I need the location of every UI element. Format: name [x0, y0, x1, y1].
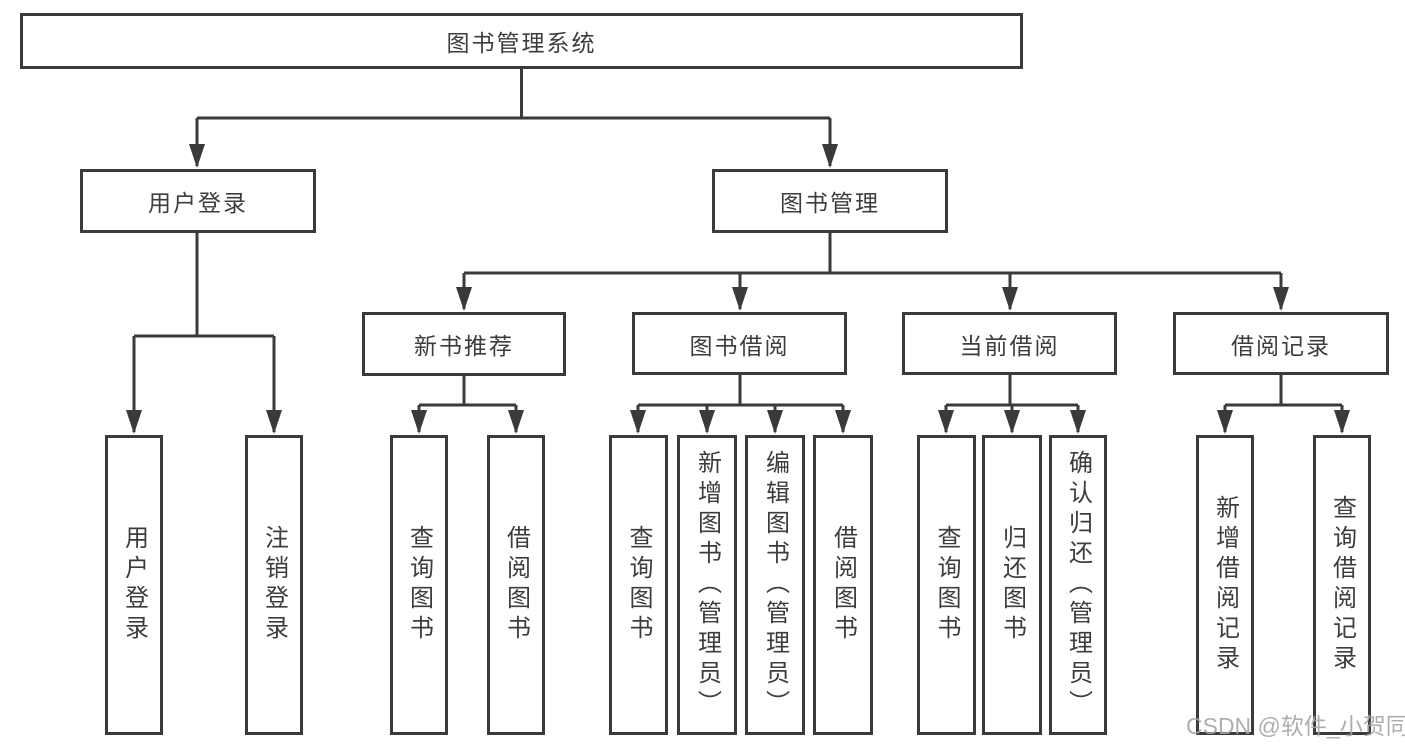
leaf-newbooks-search-books: 查询图书: [390, 435, 448, 735]
leaf-records-search-record: 查询借阅记录: [1313, 435, 1371, 735]
node-book-borrowing: 图书借阅: [632, 312, 847, 375]
node-book-management: 图书管理: [712, 169, 948, 233]
leaf-user-login: 用户登录: [105, 435, 163, 735]
leaf-current-confirm-return-admin: 确认归还（管理员）: [1049, 435, 1107, 735]
leaf-newbooks-borrow-books: 借阅图书: [487, 435, 545, 735]
leaf-records-add-record: 新增借阅记录: [1196, 435, 1254, 735]
node-new-book-recommend: 新书推荐: [362, 312, 566, 376]
node-user-login: 用户登录: [80, 169, 316, 233]
leaf-borrowing-edit-books-admin: 编辑图书（管理员）: [745, 435, 805, 735]
node-borrowing-records: 借阅记录: [1173, 312, 1389, 375]
node-root-system: 图书管理系统: [20, 13, 1023, 69]
leaf-current-search-books: 查询图书: [917, 435, 976, 735]
leaf-borrowing-add-books-admin: 新增图书（管理员）: [677, 435, 737, 735]
leaf-borrowing-search-books: 查询图书: [609, 435, 668, 735]
leaf-logout: 注销登录: [245, 435, 303, 735]
csdn-watermark: CSDN @软件_小贺同学: [1186, 713, 1405, 739]
node-current-borrowing: 当前借阅: [902, 312, 1117, 375]
leaf-borrowing-borrow-books: 借阅图书: [813, 435, 873, 735]
leaf-current-return-books: 归还图书: [982, 435, 1042, 735]
